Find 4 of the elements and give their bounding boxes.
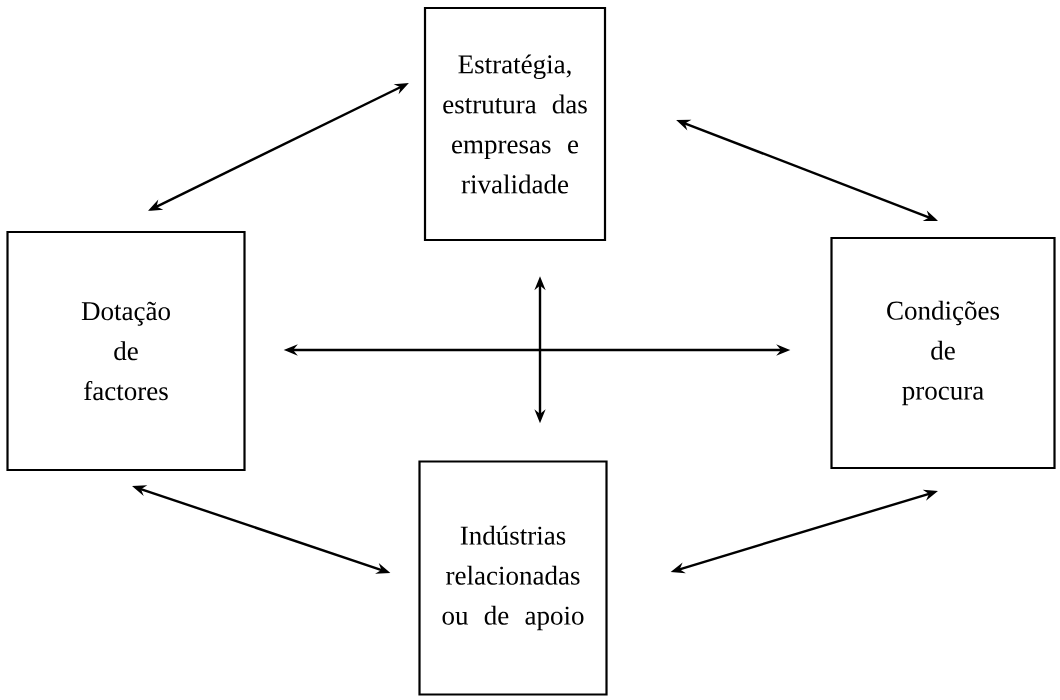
text-box: Dotação de factores — [6, 230, 246, 472]
text-box: Condições de procura — [830, 236, 1056, 470]
text-box: Estratégia, estrutura das empresas e rivalidade — [423, 6, 607, 242]
text-box: Indústrias relacionadas ou de apoio — [418, 460, 608, 696]
